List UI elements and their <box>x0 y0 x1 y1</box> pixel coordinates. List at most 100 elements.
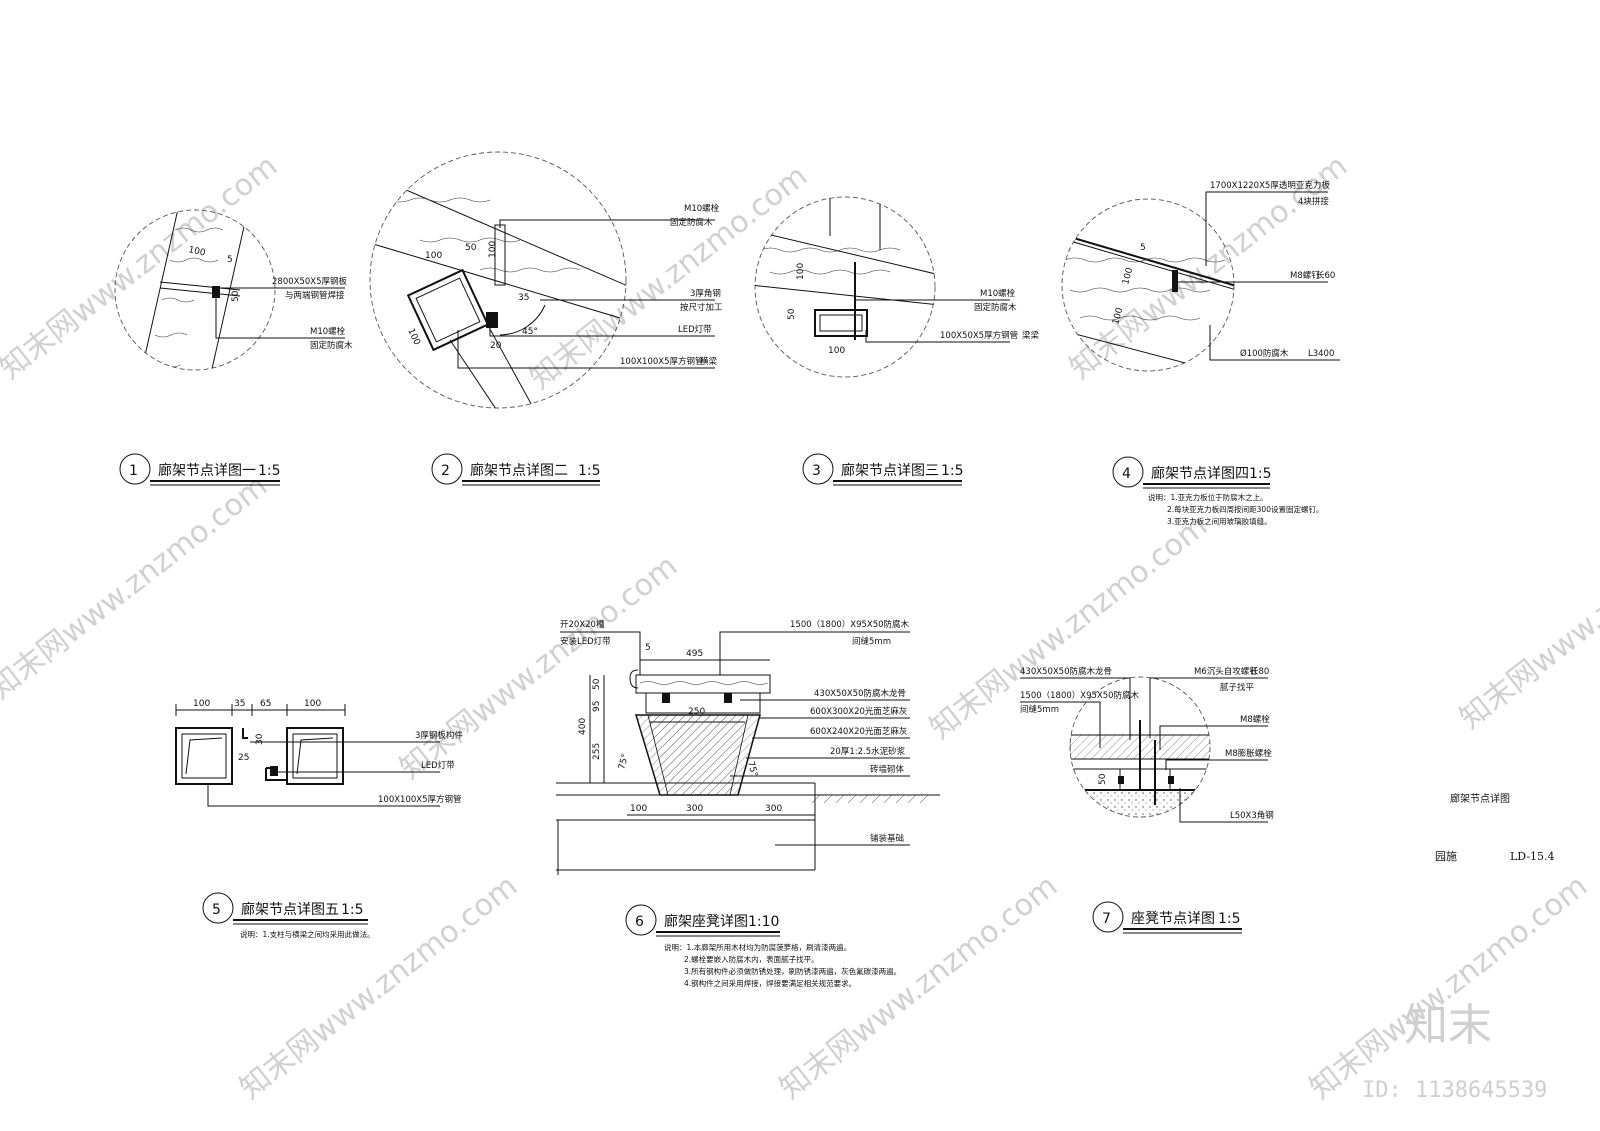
dim-label: 35 <box>518 293 529 303</box>
callout-label: 3厚钢板构件 <box>415 730 463 741</box>
watermark-text: 知末网www.znzmo.com <box>923 508 1214 746</box>
detail-scale: 1:10 <box>748 914 779 930</box>
note-line: 3.亚克力板之间用玻璃胶填缝。 <box>1167 516 1272 526</box>
detail-number: 7 <box>1102 911 1111 927</box>
note-line: 4.钢构件之间采用焊接，焊接要满足相关规范要求。 <box>684 978 856 988</box>
callout-label: 按尺寸加工 <box>680 302 723 313</box>
detail-number: 6 <box>635 914 644 930</box>
callout-label: 430X50X50防腐木龙骨 <box>1020 666 1112 677</box>
detail-number: 3 <box>812 463 821 479</box>
dim-label: 300 <box>765 804 782 814</box>
callout-label: 横梁 <box>700 356 718 367</box>
callout-label: LED灯带 <box>421 760 455 771</box>
callout-label: 600X300X20光面芝麻灰 <box>810 706 907 717</box>
detail-scale: 1:5 <box>941 463 964 479</box>
callout-label: Ø100防腐木 <box>1240 348 1289 359</box>
dim-label: 50 <box>1098 773 1108 785</box>
detail-3: 100 50 100 M10螺栓 固定防腐木 100X50X5厚方钢管 梁梁 3… <box>754 196 1040 486</box>
dim-label: 300 <box>686 804 703 814</box>
callout-label: 腻子找平 <box>1220 682 1255 693</box>
dim-label: 5 <box>227 255 233 265</box>
brand-watermark: 知末 ID: 1138645539 <box>1362 1000 1547 1103</box>
dim-label: 100 <box>488 241 498 258</box>
dim-label: 250 <box>688 707 705 717</box>
dim-label: 400 <box>578 718 588 735</box>
dim-label: 50 <box>787 308 797 320</box>
note-line: 说明：1.支柱与横梁之间均采用此做法。 <box>240 929 375 939</box>
callout-label: 20厚1:2.5水泥砂浆 <box>830 746 906 757</box>
callout-label: 固定防腐木 <box>310 340 353 351</box>
callout-label: 4块拼接 <box>1298 196 1329 207</box>
dim-label: 100 <box>796 263 806 280</box>
dim-label: 100 <box>828 346 845 356</box>
dim-label: 25 <box>238 753 249 763</box>
detail-title: 廊架节点详图四 <box>1151 465 1249 482</box>
discipline-label: 园施 <box>1435 850 1457 863</box>
dim-label: 100 <box>1121 266 1135 285</box>
callout-label: 铺装基础 <box>870 833 904 844</box>
dim-label: 75° <box>745 760 759 778</box>
watermark-text: 知末网www.znzmo.com <box>0 148 284 386</box>
callout-label: M10螺栓 <box>980 288 1016 299</box>
dim-label: 30 <box>255 733 265 745</box>
callout-label: 3厚角钢 <box>690 288 721 299</box>
callout-label: 固定防腐木 <box>974 302 1017 313</box>
detail-scale: 1:5 <box>341 902 364 918</box>
callout-label: M10螺栓 <box>310 326 346 337</box>
dim-label: 35 <box>234 699 245 709</box>
watermark-text: 知末网www.znzmo.com <box>0 468 274 706</box>
brand-logo: 知末 <box>1404 1000 1492 1051</box>
note-line: 说明：1.亚克力板位于防腐木之上。 <box>1148 492 1268 502</box>
watermark-text: 知末网www.znzmo.com <box>1303 868 1594 1106</box>
callout-label: 砖墙砌体 <box>870 764 905 775</box>
callout-label: 100X100X5厚方钢管 <box>620 356 704 367</box>
detail-scale: 1:5 <box>1218 911 1241 927</box>
title-block: 廊架节点详图 园施 LD-15.4 <box>1435 792 1555 863</box>
callout-label: M6沉头自攻螺钉 <box>1194 666 1258 677</box>
callout-label: 安装LED灯带 <box>560 636 611 647</box>
callout-label: 间缝5mm <box>1020 704 1059 715</box>
callout-label: 100X100X5厚方钢管 <box>378 794 462 805</box>
dim-label: 20 <box>490 341 502 351</box>
detail-title: 廊架节点详图二 <box>470 462 568 479</box>
callout-label: M10螺栓 <box>684 203 720 214</box>
callout-label: 100X50X5厚方钢管 <box>940 330 1018 341</box>
detail-5: 100 35 65 100 30 25 3厚钢板构件 LED灯带 100X100… <box>175 699 463 939</box>
detail-scale: 1:5 <box>578 463 601 479</box>
callout-label: 1700X1220X5厚透明亚克力板 <box>1210 180 1330 191</box>
callout-label: M8螺栓 <box>1240 714 1270 725</box>
dim-label: 100 <box>1111 306 1125 325</box>
watermark-id: ID: 1138645539 <box>1362 1078 1547 1103</box>
detail-7: 50 430X50X50防腐木龙骨 1500（1800）X95X50防腐木 间缝… <box>1020 666 1274 934</box>
callout-label: 600X240X20光面芝麻灰 <box>810 726 907 737</box>
detail-1: 100 5 50 2800X50X5厚钢板 与两端钢管焊接 M10螺栓 固定防腐… <box>114 209 353 486</box>
detail-2: 100 50 100 100 35 20 45° M10螺栓 固定防腐木 3厚角… <box>369 151 723 486</box>
callout-label: L3400 <box>1308 349 1334 359</box>
detail-scale: 1:5 <box>258 463 281 479</box>
dim-label: 5 <box>1140 243 1146 253</box>
callout-label: M8膨胀螺栓 <box>1225 748 1272 759</box>
detail-number: 5 <box>212 902 221 918</box>
dim-label: 95 <box>592 701 602 712</box>
dim-label: 45° <box>522 327 538 337</box>
detail-number: 4 <box>1122 466 1131 482</box>
detail-number: 1 <box>129 463 138 479</box>
callout-label: 梁梁 <box>1022 331 1040 341</box>
drawing-name: 廊架节点详图 <box>1450 792 1510 805</box>
callout-label: 1500（1800）X95X50防腐木 <box>790 619 910 630</box>
callout-label: 1500（1800）X95X50防腐木 <box>1020 690 1140 701</box>
dim-label: 100 <box>405 327 421 347</box>
callout-label: 固定防腐木 <box>670 217 713 228</box>
dim-label: 100 <box>304 699 321 709</box>
note-line: 2.螺栓要嵌入防腐木内，表面腻子找平。 <box>684 954 819 964</box>
detail-number: 2 <box>441 463 450 479</box>
detail-6: 495 5 50 95 400 255 250 75° 75° 100 300 … <box>556 619 940 988</box>
callout-label: LED灯带 <box>678 324 712 335</box>
note-line: 3.所有钢构件必须做防锈处理，刷防锈漆两遍，灰色氟碳漆两遍。 <box>684 966 901 976</box>
dim-label: 255 <box>592 743 602 760</box>
dim-label: 65 <box>260 699 271 709</box>
detail-title: 座凳节点详图 <box>1131 911 1215 927</box>
callout-label: L50X3角钢 <box>1230 810 1274 821</box>
dim-label: 100 <box>193 699 210 709</box>
dim-label: 5 <box>645 643 651 653</box>
